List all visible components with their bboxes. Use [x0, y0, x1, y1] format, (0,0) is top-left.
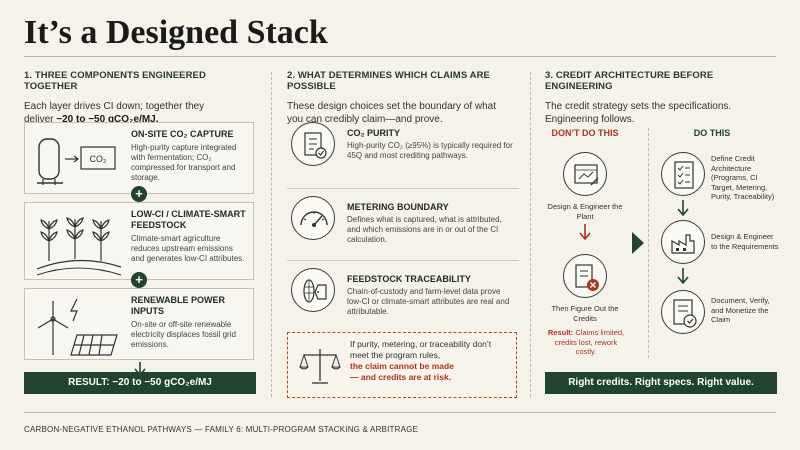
component-2-title: LOW-CI / CLIMATE-SMART FEEDSTOCK [131, 209, 246, 230]
claim-divider [287, 260, 519, 261]
column-1-intro: Each layer drives CI down; together they… [24, 100, 256, 126]
component-co2-capture: CO₂ ON-SITE CO₂ CAPTURE High-purity capt… [24, 122, 254, 194]
claim-2-title: METERING BOUNDARY [347, 202, 449, 212]
down-arrow-icon [579, 224, 591, 245]
title-divider [24, 56, 776, 57]
play-arrow-icon [632, 232, 644, 259]
claim-2-desc: Defines what is captured, what is attrib… [347, 215, 502, 244]
column-1-heading: 1. THREE COMPONENTS ENGINEERED TOGETHER [24, 70, 206, 92]
column-1-intro-line1: Each layer drives CI down; together they [24, 101, 205, 112]
plus-icon: + [131, 186, 147, 202]
column-1-result: RESULT: −20 to −50 gCO₂e/MJ [24, 372, 256, 394]
column-3-heading: 3. CREDIT ARCHITECTURE BEFORE ENGINEERIN… [545, 70, 714, 92]
column-2-intro-line2: you can credibly claim—and prove. [287, 114, 443, 125]
dont-result: Result: Claims limited, credits lost, re… [545, 328, 627, 357]
component-3-desc: On-site or off-site renewable electricit… [131, 320, 236, 349]
column-2-intro: These design choices set the boundary of… [287, 100, 519, 126]
verified-document-icon [661, 290, 705, 334]
column-1-intro-value: −20 to −50 gCO₂e/MJ. [56, 114, 159, 125]
wind-solar-icon [33, 295, 123, 361]
warning-red-line2: — and credits are at risk. [350, 372, 452, 382]
do-step-2: Design & Engineer to the Requirements [711, 232, 779, 251]
component-feedstock: LOW-CI / CLIMATE-SMART FEEDSTOCK Climate… [24, 202, 254, 280]
claim-metering-boundary: METERING BOUNDARY Defines what is captur… [287, 196, 517, 256]
column-3-intro-line1: The credit strategy sets the specificati… [545, 101, 732, 112]
do-label: DO THIS [693, 128, 731, 138]
down-arrow-icon [677, 268, 689, 289]
failed-checklist-icon [563, 254, 607, 298]
column-1-intro-prefix: deliver [24, 114, 54, 125]
column-credit-architecture: 3. CREDIT ARCHITECTURE BEFORE ENGINEERIN… [545, 70, 779, 400]
claim-3-desc: Chain-of-custody and farm-level data pro… [347, 287, 510, 316]
blueprint-icon [563, 152, 607, 196]
dont-step-2: Then Figure Out the Credits [551, 304, 619, 323]
dont-label: DON’T DO THIS [551, 128, 619, 138]
claim-co2-purity: CO₂ PURITY High-purity CO₂ (≥95%) is typ… [287, 122, 517, 182]
checklist-icon [661, 152, 705, 196]
dont-result-label: Result: [547, 328, 574, 337]
column-2-heading: 2. WHAT DETERMINES WHICH CLAIMS ARE POSS… [287, 70, 490, 92]
claim-1-desc: High-purity CO₂ (≥95%) is typically requ… [347, 141, 513, 160]
warning-red-line1: the claim cannot be made [350, 361, 454, 371]
plus-icon: + [131, 272, 147, 288]
column-3-intro-line2: Engineering follows. [545, 114, 635, 125]
corn-tag-icon [291, 268, 335, 312]
column-claims: 2. WHAT DETERMINES WHICH CLAIMS ARE POSS… [287, 70, 519, 398]
component-1-title: ON-SITE CO₂ CAPTURE [131, 129, 234, 139]
claim-1-title: CO₂ PURITY [347, 128, 401, 138]
checklist-icon [291, 122, 335, 166]
column-2-intro-line1: These design choices set the boundary of… [287, 101, 497, 112]
claim-risk-warning: If purity, metering, or traceability don… [287, 332, 517, 398]
column-1-intro-line2: deliver −20 to −50 gCO₂e/MJ. [24, 113, 256, 126]
crops-icon [33, 209, 123, 276]
warning-text: If purity, metering, or traceability don… [350, 339, 492, 360]
component-3-title: RENEWABLE POWER INPUTS [131, 295, 226, 316]
scales-icon [298, 343, 342, 392]
claim-feedstock-traceability: FEEDSTOCK TRACEABILITY Chain-of-custody … [287, 268, 517, 328]
dont-result-text: Claims limited, credits lost, rework cos… [554, 328, 625, 356]
page-title: It’s a Designed Stack [24, 14, 328, 51]
column-separator [271, 72, 272, 397]
component-1-desc: High-purity capture integrated with ferm… [131, 143, 237, 182]
do-step-3: Document, Verify, and Monetize the Claim [711, 296, 770, 324]
column-3-result: Right credits. Right specs. Right value. [545, 372, 777, 394]
do-dont-separator [648, 128, 649, 358]
footer-text: CARBON-NEGATIVE ETHANOL PATHWAYS — FAMIL… [24, 425, 419, 434]
down-arrow-icon [677, 200, 689, 221]
column-separator [530, 72, 531, 397]
component-2-desc: Climate-smart agriculture reduces upstre… [131, 234, 245, 263]
footer-divider [24, 412, 776, 413]
column-components: 1. THREE COMPONENTS ENGINEERED TOGETHER … [24, 70, 256, 394]
component-renewable-power: RENEWABLE POWER INPUTS On-site or off-si… [24, 288, 254, 360]
claim-3-title: FEEDSTOCK TRACEABILITY [347, 274, 471, 284]
factory-icon [661, 220, 705, 264]
do-step-1: Define Credit Architecture (Programs, CI… [711, 154, 775, 201]
claim-divider [287, 188, 519, 189]
column-3-intro: The credit strategy sets the specificati… [545, 100, 777, 126]
co2-capture-icon: CO₂ [33, 129, 123, 195]
gauge-icon [291, 196, 335, 240]
co2-icon-label: CO₂ [90, 154, 108, 164]
dont-step-1: Design & Engineer the Plant [547, 202, 623, 221]
